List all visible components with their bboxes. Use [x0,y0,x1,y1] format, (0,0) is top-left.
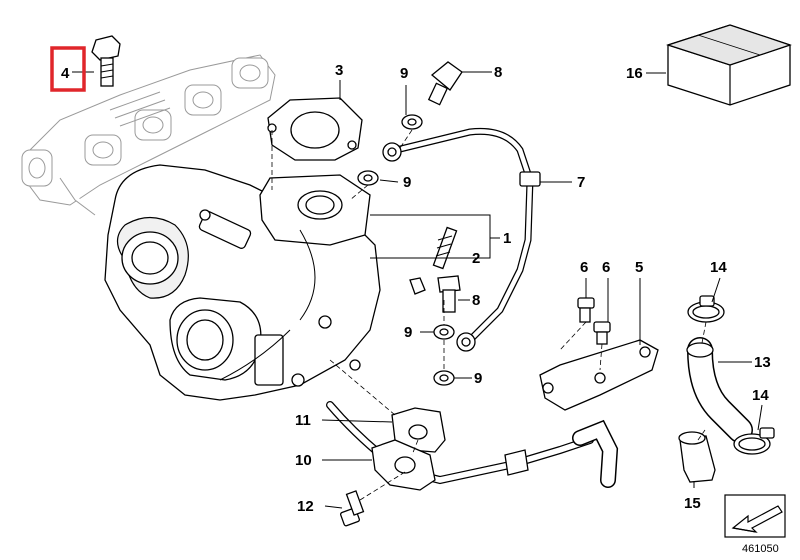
callout-6: 6 [602,259,610,276]
callouts: 4 3 9 8 16 9 7 1 2 6 6 5 14 8 9 9 13 14 … [50,46,771,515]
callout-3: 3 [335,62,343,79]
kit-box-16 [666,24,792,106]
callout-8: 8 [494,64,502,81]
banjo-bolt-8-top [427,61,463,106]
callout-14: 14 [710,259,727,276]
callout-9: 9 [400,65,408,82]
assembly-lines [271,129,707,501]
flange-10 [371,439,436,491]
leader-lines [72,71,763,509]
hose-13 [686,337,753,443]
stud-2 [432,226,458,270]
callout-9: 9 [474,370,482,387]
callout-10: 10 [295,452,312,469]
hose-15 [678,431,716,483]
callout-9: 9 [403,174,411,191]
highlight-box [50,46,86,92]
turbocharger [104,164,426,401]
callout-6: 6 [580,259,588,276]
callout-12: 12 [297,498,314,515]
callout-14: 14 [752,387,769,404]
callout-9: 9 [404,324,412,341]
bolt-12 [340,490,365,527]
cut-corner-arrow-icon [724,494,786,538]
exhaust-manifold [21,54,276,216]
callout-8: 8 [472,292,480,309]
callout-7: 7 [577,174,585,191]
oil-feed-line-7 [382,127,541,352]
bolts-6 [577,297,611,345]
gasket-3 [267,97,363,161]
bolt-4 [91,35,121,87]
callout-1: 1 [503,230,511,247]
callout-2: 2 [472,250,480,267]
callout-16: 16 [626,65,643,82]
hose-clamp-14 [687,295,775,455]
callout-13: 13 [754,354,771,371]
callout-4: 4 [61,65,70,82]
reference-number: 461050 [742,543,779,555]
callout-15: 15 [684,495,701,512]
banjo-bolt-8-middle [437,275,461,313]
callout-11: 11 [295,412,311,429]
callout-5: 5 [635,259,643,276]
